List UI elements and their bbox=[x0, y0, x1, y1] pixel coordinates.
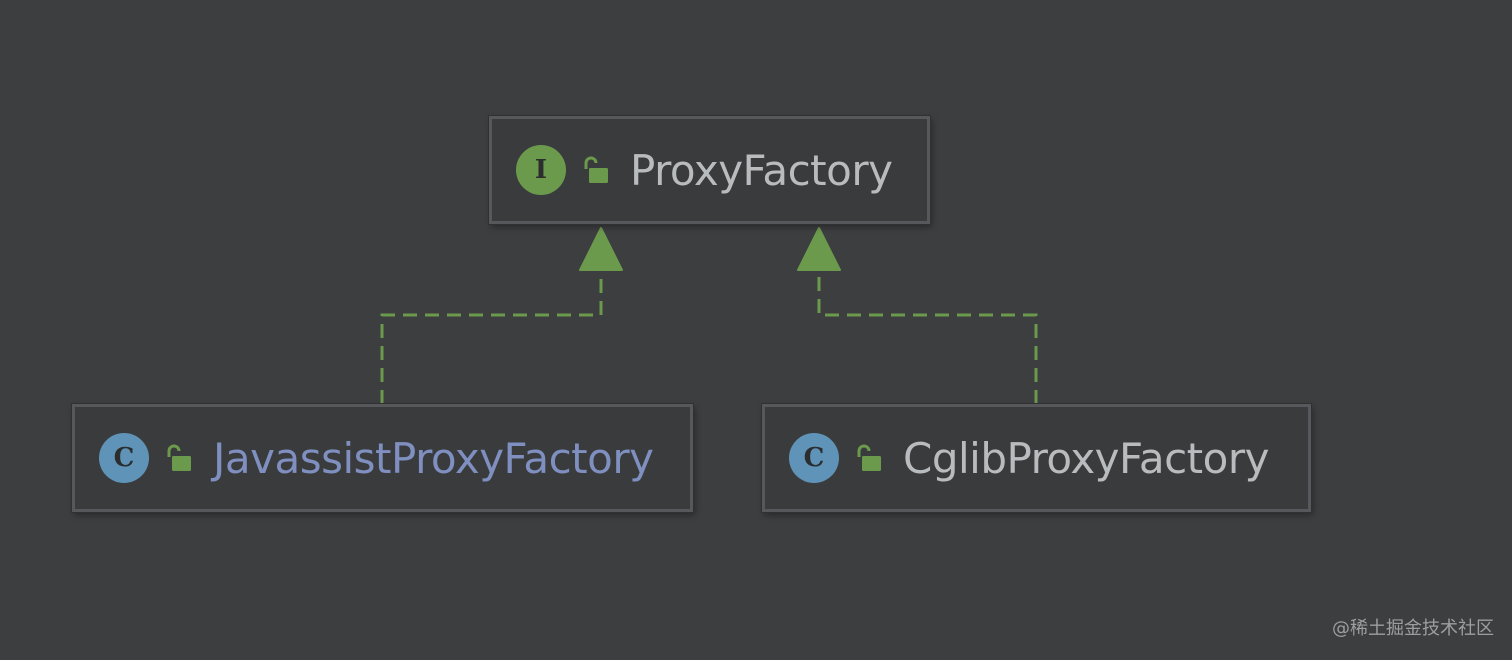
edge-javassist-implements-proxyfactory bbox=[380, 227, 623, 404]
class-badge-icon: C bbox=[789, 433, 839, 483]
edge-line bbox=[380, 270, 603, 404]
node-name: CglibProxyFactory bbox=[903, 433, 1269, 483]
node-proxyfactory[interactable]: I ProxyFactory bbox=[489, 116, 930, 224]
node-name: ProxyFactory bbox=[630, 145, 893, 195]
node-javassistproxyfactory[interactable]: C JavassistProxyFactory bbox=[72, 404, 693, 512]
node-cglibproxyfactory[interactable]: C CglibProxyFactory bbox=[762, 404, 1311, 512]
class-badge-icon: C bbox=[99, 433, 149, 483]
open-lock-icon bbox=[584, 156, 608, 183]
watermark: @稀土掘金技术社区 bbox=[1332, 618, 1494, 639]
interface-badge-icon: I bbox=[516, 145, 566, 195]
edge-line bbox=[817, 270, 1038, 404]
edge-arrowhead bbox=[797, 227, 841, 271]
edge-cglib-implements-proxyfactory bbox=[797, 227, 1038, 404]
edge-arrowhead bbox=[579, 227, 623, 271]
node-name: JavassistProxyFactory bbox=[213, 433, 654, 483]
open-lock-icon bbox=[857, 444, 881, 471]
open-lock-icon bbox=[167, 444, 191, 471]
